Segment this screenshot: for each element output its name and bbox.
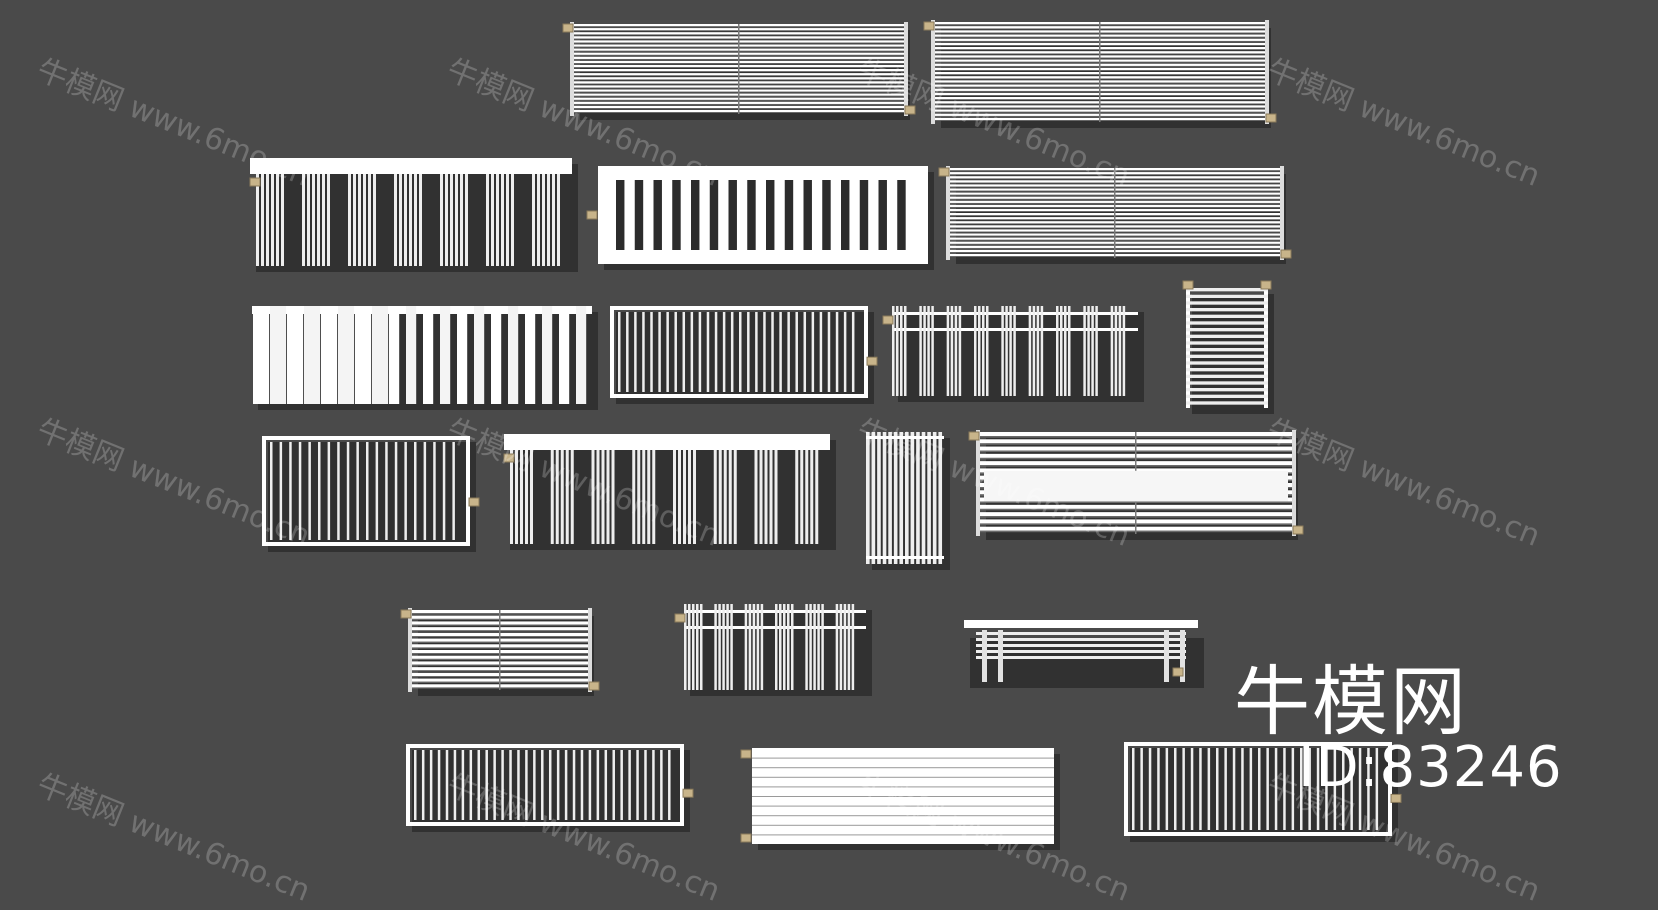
grouped-vertical-tube-radiator-1 — [610, 306, 878, 404]
grouped-vertical-tube-radiator-2 — [262, 436, 480, 552]
horizontal-tube-radiator-2 — [923, 20, 1277, 128]
brand-id-label: ID:83246 — [1298, 735, 1563, 800]
framed-vertical-tube-radiator — [406, 744, 694, 832]
slotted-panel-radiator — [586, 166, 934, 270]
column-radiator-with-top-shelf — [249, 158, 578, 272]
bench-radiator — [964, 620, 1204, 688]
column-group-radiator-2 — [674, 604, 872, 696]
towel-rail-radiator — [1182, 280, 1274, 414]
flat-horizontal-panel-radiator — [740, 748, 1060, 850]
column-radiator-with-wide-shelf — [503, 434, 836, 550]
brand-logo-text: 牛模网 — [1234, 657, 1468, 746]
compact-horizontal-radiator — [400, 608, 600, 696]
tall-vertical-tube-radiator — [866, 432, 950, 570]
column-group-radiator-1 — [882, 306, 1144, 402]
framed-vertical-radiator-2 — [1124, 742, 1402, 842]
horizontal-radiator-with-panel — [968, 430, 1304, 540]
horizontal-tube-radiator-1 — [562, 22, 916, 120]
flat-panel-column-radiator — [252, 306, 598, 410]
horizontal-tube-radiator-3 — [938, 166, 1292, 264]
radiator-scene — [249, 20, 1402, 850]
